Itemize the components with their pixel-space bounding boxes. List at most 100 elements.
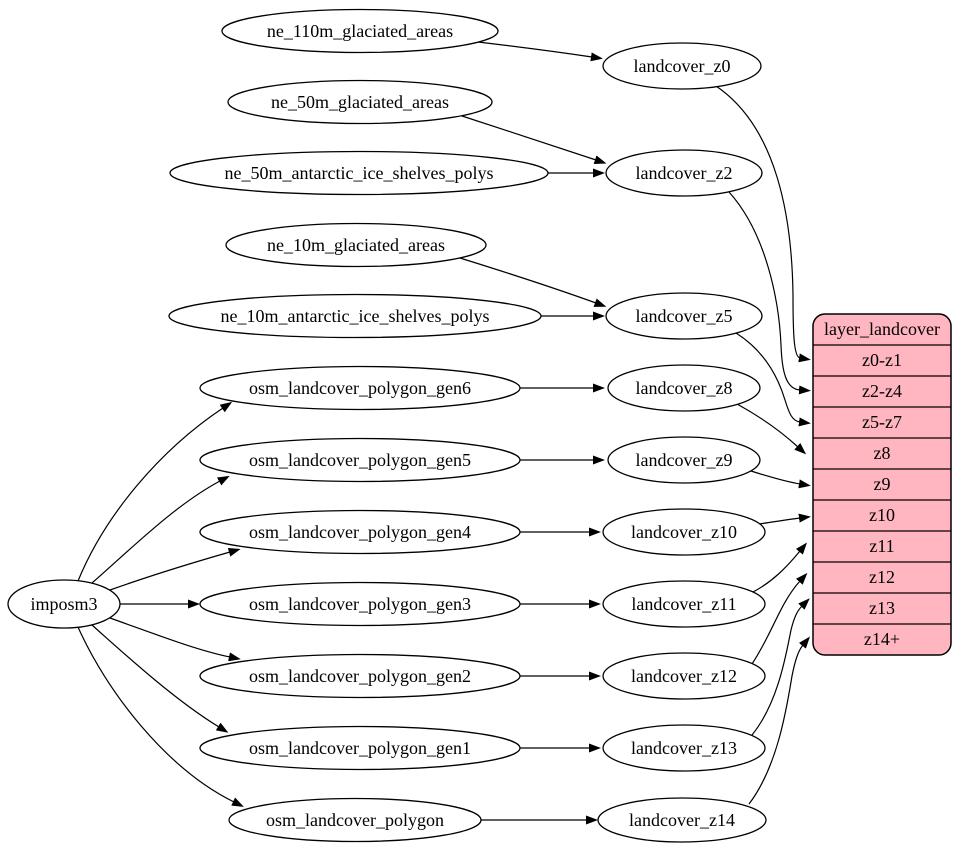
edge-landcover_z10-to-row-z10 — [758, 513, 811, 525]
edge-imposm3-to-osm_landcover_polygon_gen2 — [109, 617, 241, 662]
node-ellipse — [168, 293, 542, 339]
table-row-label: z12 — [869, 567, 895, 587]
node-ellipse — [602, 508, 766, 556]
node-label: osm_landcover_polygon_gen1 — [249, 738, 471, 758]
node-layer: ne_110m_glaciated_areas landcover_z0 ne_… — [7, 8, 767, 843]
node-osm_landcover_polygon_gen3: osm_landcover_polygon_gen3 — [199, 581, 521, 627]
node-ellipse — [7, 579, 121, 629]
node-ne_10m_glaciated_areas: ne_10m_glaciated_areas — [225, 222, 487, 268]
node-ellipse — [199, 509, 521, 555]
node-ellipse — [199, 581, 521, 627]
node-label: ne_10m_glaciated_areas — [267, 235, 445, 255]
table-row-label: z11 — [869, 536, 894, 556]
node-label: osm_landcover_polygon — [266, 810, 444, 830]
node-ellipse — [607, 436, 761, 484]
node-ellipse — [169, 150, 549, 196]
edge-landcover_z9-to-row-z9 — [750, 470, 811, 489]
edge-landcover_z12-to-row-z12 — [751, 572, 808, 665]
node-landcover_z13: landcover_z13 — [602, 724, 766, 772]
node-label: osm_landcover_polygon_gen5 — [249, 450, 471, 470]
node-osm_landcover_polygon_gen1: osm_landcover_polygon_gen1 — [199, 725, 521, 771]
edge-imposm3-to-osm_landcover_polygon_gen5 — [91, 475, 230, 584]
table-row-label: z8 — [874, 443, 891, 463]
table-title: layer_landcover — [824, 319, 940, 339]
node-label: ne_50m_antarctic_ice_shelves_polys — [225, 163, 494, 183]
node-ellipse — [605, 149, 763, 197]
node-ne_50m_glaciated_areas: ne_50m_glaciated_areas — [227, 79, 493, 125]
node-landcover_z14: landcover_z14 — [597, 797, 767, 843]
node-label: landcover_z13 — [631, 738, 737, 758]
node-ellipse — [602, 580, 766, 628]
node-ellipse — [199, 365, 521, 411]
node-osm_landcover_polygon: osm_landcover_polygon — [228, 797, 482, 843]
node-label: osm_landcover_polygon_gen3 — [249, 594, 471, 614]
table-row-label: z13 — [869, 598, 895, 618]
node-label: landcover_z11 — [631, 594, 736, 614]
node-landcover_z10: landcover_z10 — [602, 508, 766, 556]
edge-layer — [77, 41, 811, 825]
node-label: landcover_z0 — [634, 56, 731, 76]
edge-landcover_z2-to-row-z2-z4 — [728, 191, 811, 395]
table-row-label: z10 — [869, 505, 895, 525]
node-osm_landcover_polygon_gen5: osm_landcover_polygon_gen5 — [199, 437, 521, 483]
node-label: ne_50m_glaciated_areas — [271, 92, 449, 112]
node-ellipse — [199, 653, 521, 699]
edge-landcover_z13-to-row-z13 — [751, 598, 810, 736]
table-row-label: z9 — [874, 474, 891, 494]
node-ellipse — [228, 797, 482, 843]
edge-ne_110m_glaciated_areas-to-landcover_z0 — [477, 41, 603, 62]
edge-ne_10m_glaciated_areas-to-landcover_z5 — [459, 257, 607, 307]
node-label: osm_landcover_polygon_gen2 — [249, 666, 471, 686]
node-label: ne_10m_antarctic_ice_shelves_polys — [221, 306, 490, 326]
node-landcover_z0: landcover_z0 — [602, 42, 762, 90]
node-label: imposm3 — [30, 594, 97, 614]
edge-imposm3-to-osm_landcover_polygon — [77, 626, 244, 807]
node-ellipse — [602, 652, 766, 700]
node-label: landcover_z12 — [631, 666, 737, 686]
edge-landcover_z11-to-row-z11 — [752, 542, 807, 593]
node-ellipse — [221, 8, 499, 54]
edge-imposm3-to-osm_landcover_polygon_gen1 — [91, 624, 229, 733]
node-label: landcover_z2 — [636, 163, 733, 183]
node-landcover_z5: landcover_z5 — [605, 292, 763, 340]
table-outline — [812, 313, 952, 656]
node-ellipse — [597, 797, 767, 843]
node-ellipse — [602, 42, 762, 90]
node-landcover_z2: landcover_z2 — [605, 149, 763, 197]
node-label: ne_110m_glaciated_areas — [267, 21, 453, 41]
table-row-label: z5-z7 — [862, 412, 902, 432]
node-label: landcover_z8 — [636, 378, 733, 398]
table-row-label: z2-z4 — [862, 381, 902, 401]
table-row-label: z0-z1 — [862, 350, 902, 370]
node-osm_landcover_polygon_gen4: osm_landcover_polygon_gen4 — [199, 509, 521, 555]
table-row-label: z14+ — [864, 629, 900, 649]
edge-landcover_z14-to-row-z14plus — [748, 636, 811, 805]
node-ne_50m_antarctic_ice_shelves_polys: ne_50m_antarctic_ice_shelves_polys — [169, 150, 549, 196]
node-landcover_z9: landcover_z9 — [607, 436, 761, 484]
node-label: landcover_z5 — [636, 306, 733, 326]
node-label: osm_landcover_polygon_gen6 — [249, 378, 471, 398]
node-label: landcover_z10 — [631, 522, 737, 542]
node-landcover_z11: landcover_z11 — [602, 580, 766, 628]
node-ellipse — [199, 725, 521, 771]
node-ellipse — [199, 437, 521, 483]
edge-landcover_z0-to-row-z0-z1 — [715, 85, 811, 363]
node-label: landcover_z14 — [629, 810, 735, 830]
node-label: landcover_z9 — [636, 450, 733, 470]
edge-landcover_z8-to-row-z8 — [736, 403, 807, 455]
node-ellipse — [602, 724, 766, 772]
node-ellipse — [607, 364, 761, 412]
node-osm_landcover_polygon_gen6: osm_landcover_polygon_gen6 — [199, 365, 521, 411]
edge-imposm3-to-osm_landcover_polygon_gen4 — [109, 547, 241, 591]
node-ellipse — [605, 292, 763, 340]
node-landcover_z8: landcover_z8 — [607, 364, 761, 412]
node-ellipse — [227, 79, 493, 125]
node-ne_110m_glaciated_areas: ne_110m_glaciated_areas — [221, 8, 499, 54]
node-ellipse — [225, 222, 487, 268]
edge-landcover_z5-to-row-z5-z7 — [735, 332, 811, 427]
node-osm_landcover_polygon_gen2: osm_landcover_polygon_gen2 — [199, 653, 521, 699]
node-ne_10m_antarctic_ice_shelves_polys: ne_10m_antarctic_ice_shelves_polys — [168, 293, 542, 339]
edge-imposm3-to-osm_landcover_polygon_gen6 — [77, 401, 233, 582]
